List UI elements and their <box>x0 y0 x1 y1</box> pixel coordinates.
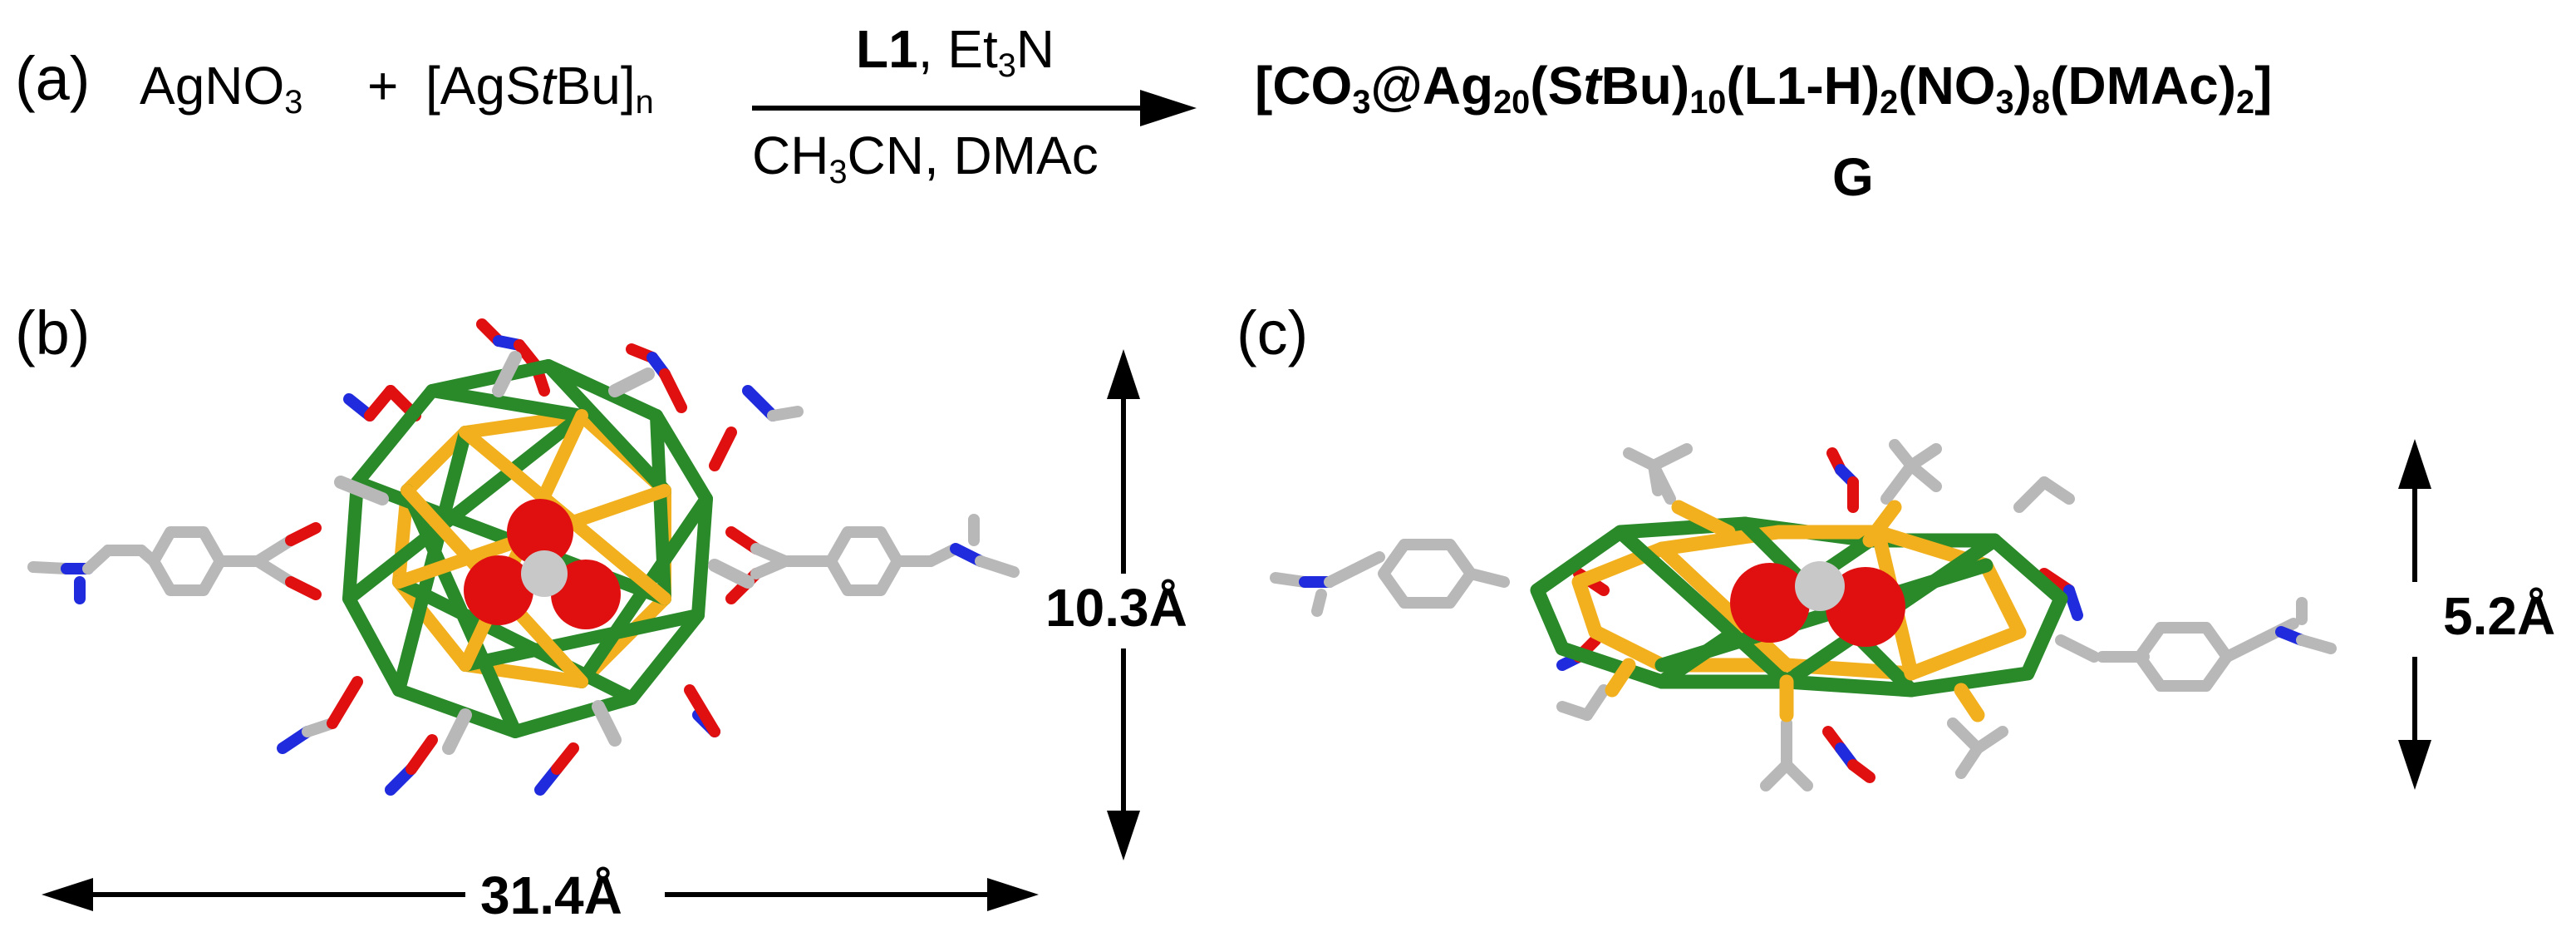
panel-label-c: (c) <box>1236 298 1309 367</box>
dimension-arrow-b-horizontal <box>42 878 1039 911</box>
molecule-c-ligand-left <box>1270 539 1510 617</box>
dimension-arrow-c-vertical <box>2398 439 2431 790</box>
molecule-b-ligand-left <box>27 522 322 604</box>
molecule-b-carbonate <box>464 499 621 629</box>
molecule-c-ligand-right <box>2055 597 2337 692</box>
dimension-b-width: 31.4Å <box>470 865 632 926</box>
molecule-c-carbonate <box>1730 561 1905 647</box>
reaction-arrow <box>752 90 1197 126</box>
molecule-c-tbu-groups <box>1556 439 2075 791</box>
molecule-c-side-view <box>1270 439 2337 791</box>
panel-label-b: (b) <box>15 298 91 367</box>
reactant-agstbu: [AgStBu]n <box>425 56 654 121</box>
plus-sign: + <box>367 56 399 116</box>
molecule-b-top-view <box>27 318 1020 796</box>
reactant-agno3: AgNO3 <box>140 56 303 121</box>
product-formula: [CO3@Ag20(StBu)10(L1-H)2(NO3)8(DMAc)2] <box>1255 56 2273 121</box>
dimension-arrow-b-vertical <box>1107 349 1140 860</box>
panel-label-a: (a) <box>15 44 91 113</box>
product-label: G <box>1832 147 1874 207</box>
dimension-b-height: 10.3Å <box>1040 577 1192 639</box>
dimension-c-height: 5.2Å <box>2440 585 2559 647</box>
molecule-b-ligand-right <box>725 514 1020 604</box>
conditions-below-arrow: CH3CN, DMAc <box>752 126 1099 191</box>
conditions-above-arrow: L1, Et3N <box>856 19 1055 85</box>
